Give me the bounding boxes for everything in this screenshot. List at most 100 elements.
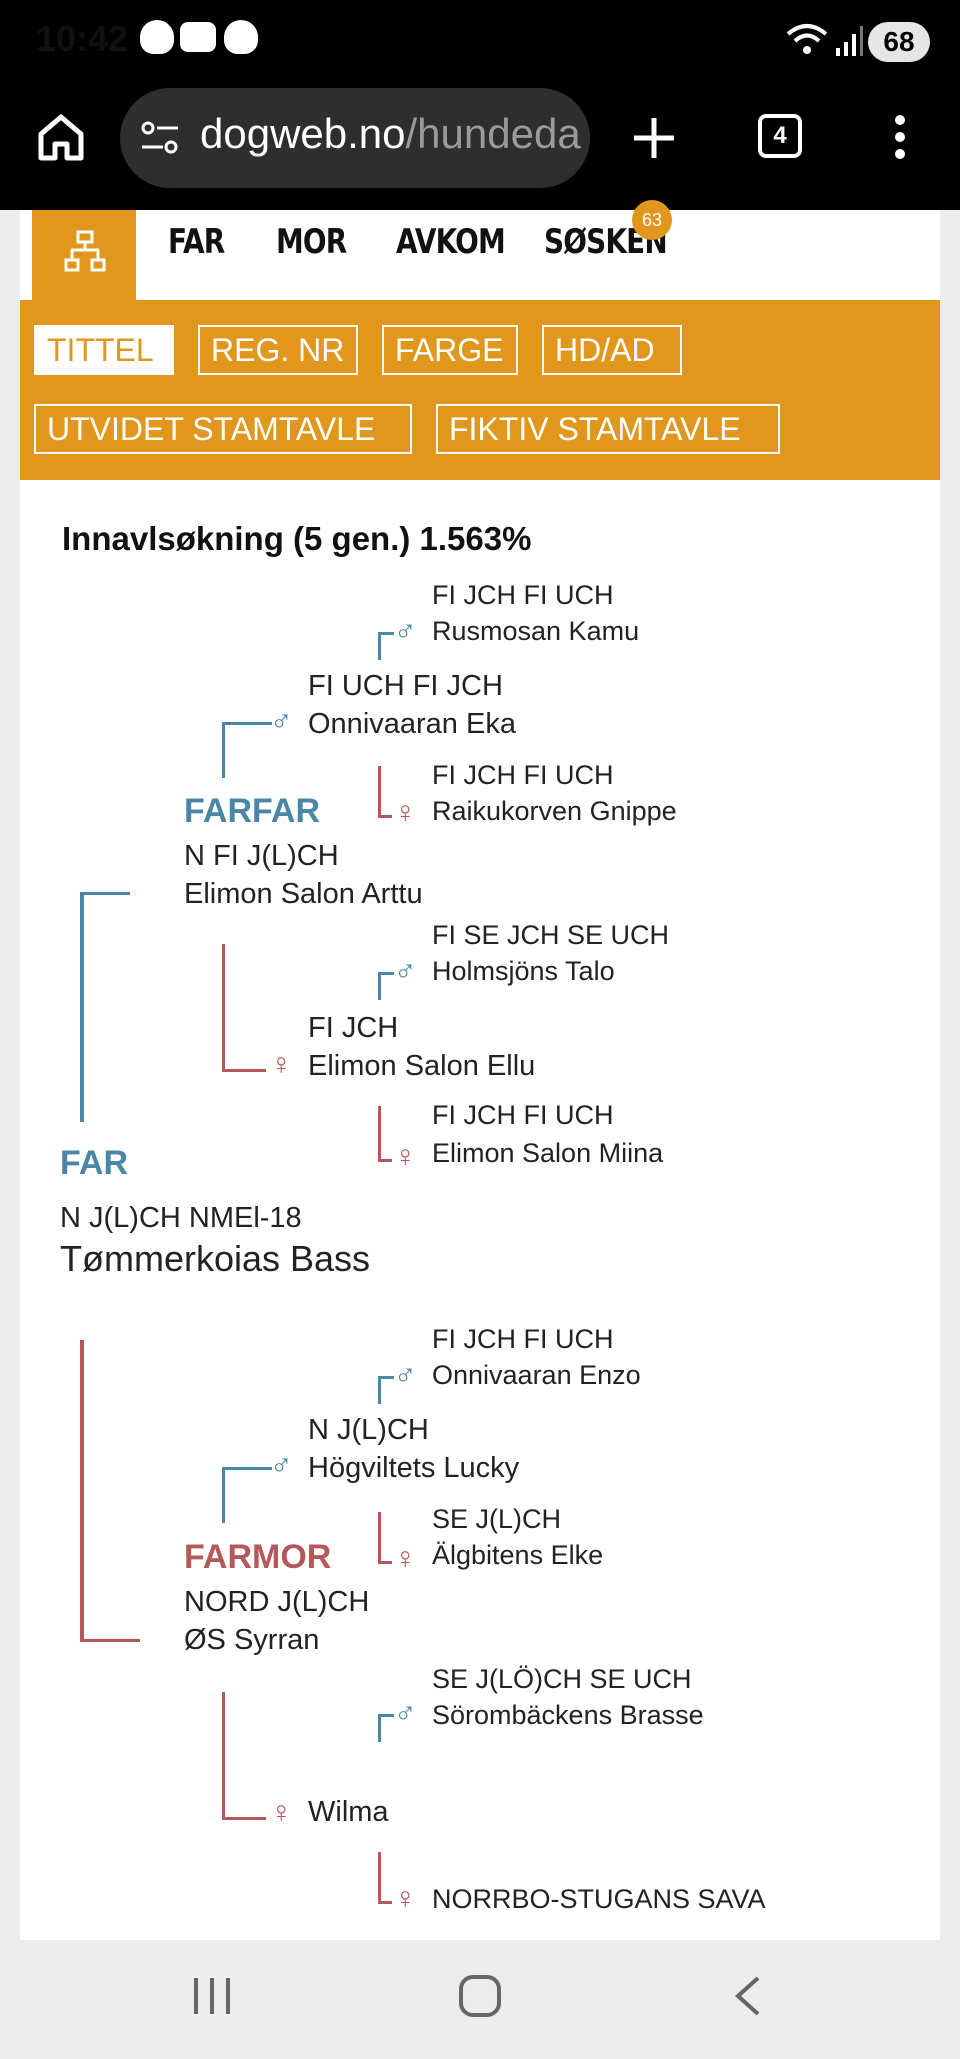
ancestor-title: N J(L)CH (308, 1414, 429, 1446)
ancestor-name[interactable]: Rusmosan Kamu (432, 616, 640, 646)
address-bar[interactable]: dogweb.no/hundeda (120, 88, 590, 188)
ancestor-name[interactable]: Elimon Salon Ellu (308, 1050, 536, 1082)
connector-line (378, 1512, 381, 1564)
female-icon: ♀ (394, 1542, 417, 1575)
connector-line (378, 632, 394, 635)
male-icon: ♂ (394, 614, 417, 647)
connector-line (222, 1467, 272, 1470)
female-icon: ♀ (394, 1140, 417, 1173)
male-icon: ♂ (394, 1358, 417, 1391)
connector-line (378, 1901, 392, 1904)
siblings-count-badge: 63 (632, 200, 672, 240)
ancestor-name[interactable]: Onnivaaran Eka (308, 708, 516, 740)
url-domain: dogweb.no (200, 110, 406, 157)
female-icon: ♀ (394, 796, 417, 829)
tab-mor[interactable]: MOR (276, 222, 347, 262)
pedigree-tree-icon (64, 230, 106, 272)
connector-line (80, 1639, 140, 1642)
ancestor-title: FI JCH FI UCH (432, 1324, 614, 1354)
farmor-label: FARMOR (184, 1538, 332, 1576)
connector-line (80, 1340, 84, 1642)
inbreeding-coefficient: Innavlsøkning (5 gen.) 1.563% (62, 520, 532, 557)
url-text[interactable]: dogweb.no/hundeda (200, 110, 581, 158)
ancestor-title: FI JCH FI UCH (432, 1100, 614, 1130)
ancestor-title: FI JCH FI UCH (432, 580, 614, 610)
connector-line (378, 1852, 381, 1904)
tab-far[interactable]: FAR (168, 222, 225, 262)
farmor-title: NORD J(L)CH (184, 1586, 370, 1618)
connector-line (378, 1561, 392, 1564)
farfar-title: N FI J(L)CH (184, 840, 339, 872)
connector-line (80, 892, 84, 1122)
connector-line (222, 1069, 266, 1072)
ancestor-title: SE J(L)CH (432, 1504, 562, 1534)
female-icon: ♀ (270, 1796, 293, 1829)
connector-line (378, 1159, 392, 1162)
ancestor-title: FI JCH FI UCH (432, 760, 614, 790)
female-icon: ♀ (394, 1882, 417, 1915)
snapchat-icon (140, 20, 174, 54)
connector-line (378, 972, 381, 1000)
connector-line (378, 1714, 394, 1717)
male-icon: ♂ (394, 1696, 417, 1729)
chip-hd-ad[interactable]: HD/AD (542, 325, 682, 375)
ancestor-name[interactable]: NORRBO-STUGANS SAVA (432, 1884, 766, 1914)
message-icon (180, 22, 216, 52)
farfar-name[interactable]: Elimon Salon Arttu (184, 878, 423, 910)
home-icon[interactable] (36, 112, 86, 162)
connector-line (378, 1376, 381, 1404)
signal-icon (836, 26, 863, 56)
more-menu-icon[interactable] (890, 112, 910, 162)
ancestor-name[interactable]: Raikukorven Gnippe (432, 796, 677, 826)
connector-line (378, 1106, 381, 1162)
ancestor-name[interactable]: Holmsjöns Talo (432, 956, 615, 986)
connector-line (378, 1376, 394, 1379)
connector-line (222, 722, 225, 778)
chip-utvidet-stamtavle[interactable]: UTVIDET STAMTAVLE (34, 404, 412, 454)
farmor-name[interactable]: ØS Syrran (184, 1624, 320, 1656)
ancestor-title: FI SE JCH SE UCH (432, 920, 670, 950)
ancestor-name[interactable]: Älgbitens Elke (432, 1540, 604, 1570)
connector-line (378, 972, 394, 975)
ancestor-name[interactable]: Sörombäckens Brasse (432, 1700, 704, 1730)
ancestor-title: SE J(LÖ)CH SE UCH (432, 1664, 692, 1694)
connector-line (222, 1817, 266, 1820)
female-icon: ♀ (270, 1048, 293, 1081)
chip-tittel[interactable]: TITTEL (34, 325, 174, 375)
connector-line (222, 1692, 225, 1820)
connector-line (378, 632, 381, 660)
battery-indicator: 68 (868, 22, 930, 62)
back-icon[interactable] (732, 1974, 764, 2018)
chip-reg-nr[interactable]: REG. NR (198, 325, 358, 375)
connector-line (222, 722, 272, 725)
male-icon: ♂ (394, 954, 417, 987)
home-nav-icon[interactable] (458, 1974, 502, 2018)
far-name[interactable]: Tømmerkoias Bass (60, 1238, 371, 1279)
ancestor-name[interactable]: Elimon Salon Miina (432, 1138, 664, 1168)
url-path: /hundeda (405, 110, 581, 157)
connector-line (222, 944, 225, 1072)
connector-line (80, 892, 130, 895)
far-label: FAR (60, 1144, 128, 1182)
ancestor-name[interactable]: Onnivaaran Enzo (432, 1360, 641, 1390)
new-tab-icon[interactable] (632, 116, 676, 160)
ancestor-name[interactable]: Wilma (308, 1796, 389, 1828)
connector-line (378, 766, 381, 818)
ancestor-name[interactable]: Högviltets Lucky (308, 1452, 520, 1484)
farfar-label: FARFAR (184, 792, 320, 830)
ancestor-title: FI JCH (308, 1012, 399, 1044)
page-content (20, 210, 940, 1940)
chip-fiktiv-stamtavle[interactable]: FIKTIV STAMTAVLE (436, 404, 780, 454)
male-icon: ♂ (270, 1448, 293, 1481)
snapchat-icon (224, 20, 258, 54)
tab-avkom[interactable]: AVKOM (396, 222, 506, 262)
male-icon: ♂ (270, 704, 293, 737)
connector-line (378, 815, 392, 818)
tab-pedigree[interactable] (32, 210, 136, 300)
system-navigation-bar (0, 1940, 960, 2059)
recent-apps-icon[interactable] (190, 1974, 234, 2018)
site-settings-icon[interactable] (140, 118, 180, 158)
ancestor-title: FI UCH FI JCH (308, 670, 503, 702)
chip-farge[interactable]: FARGE (382, 325, 518, 375)
tab-switcher-button[interactable]: 4 (758, 114, 802, 158)
